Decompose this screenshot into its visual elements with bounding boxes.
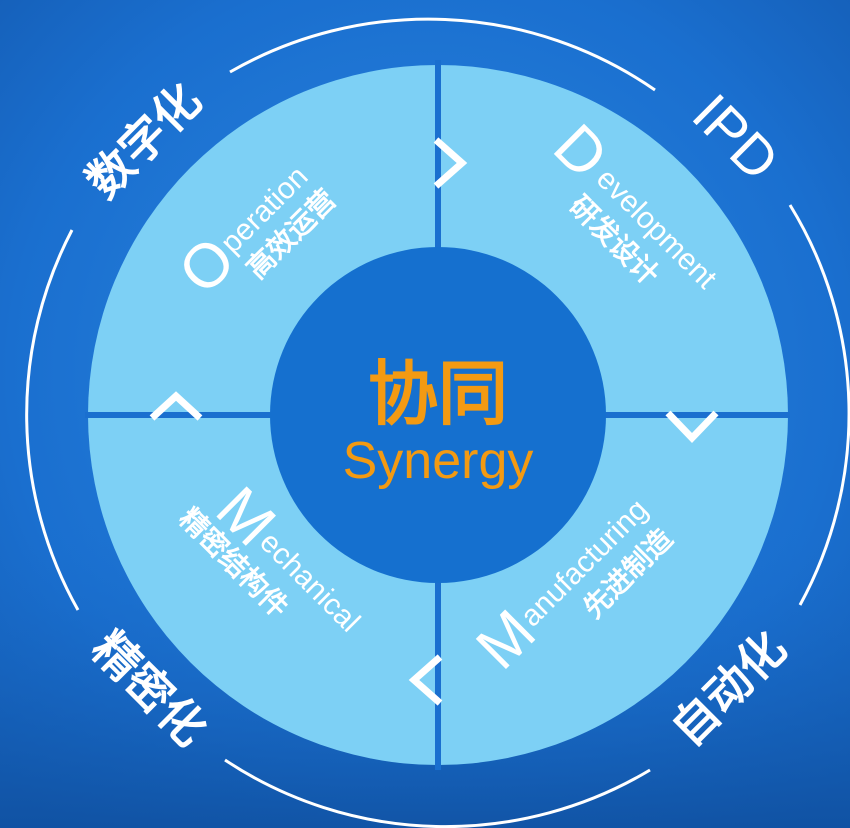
outer-arc-left <box>25 229 80 611</box>
center-title-en: Synergy <box>343 432 534 490</box>
outer-arc-bottom <box>224 758 651 828</box>
chevron-right-icon <box>433 137 468 189</box>
chevron-left-icon <box>408 654 443 706</box>
outer-arc-top <box>229 17 656 92</box>
chevron-down-icon <box>665 410 719 444</box>
chevron-up-icon <box>149 391 203 421</box>
outer-arc-right <box>788 204 850 606</box>
center-title-cn: 协同 <box>368 353 508 435</box>
outer-ring <box>25 17 850 828</box>
center-circle <box>270 247 606 583</box>
